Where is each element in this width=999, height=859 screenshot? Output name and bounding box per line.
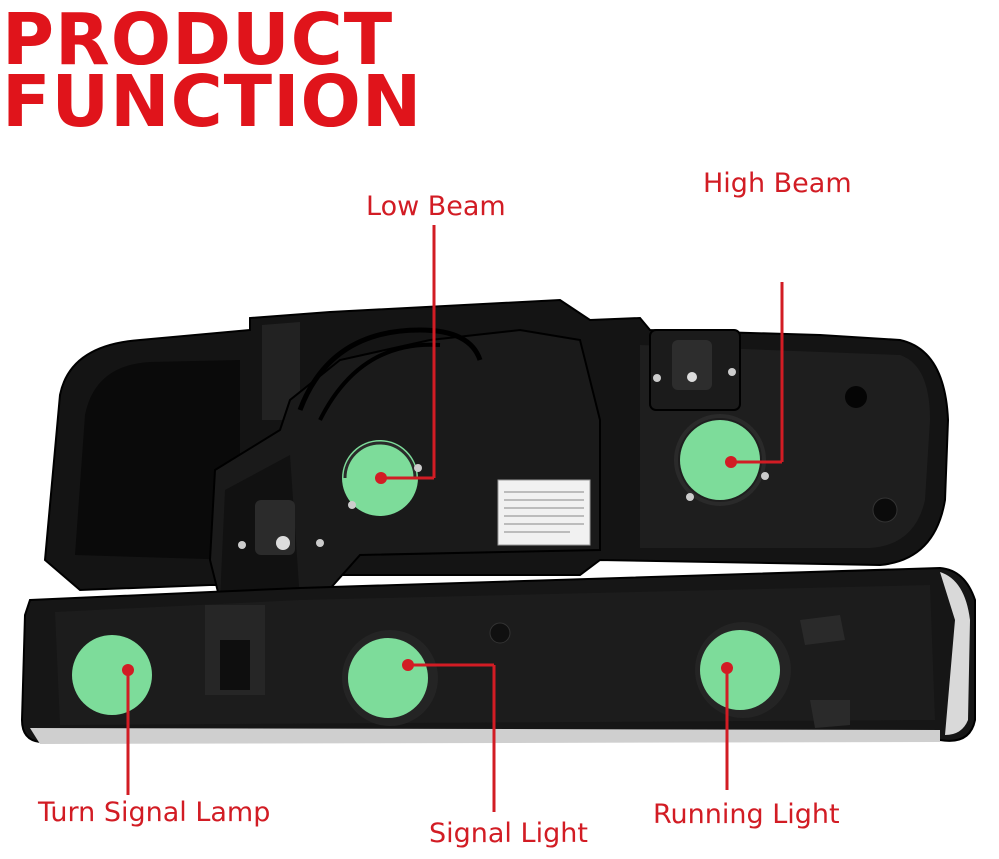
callout-signal-light: Signal Light [429, 818, 588, 849]
callout-dots [122, 456, 737, 676]
running-light-socket [695, 622, 791, 718]
callout-running-light: Running Light [653, 799, 840, 830]
bumper-lamp-housing [20, 566, 976, 744]
callout-low-beam: Low Beam [366, 191, 506, 222]
turn-signal-socket [72, 635, 152, 715]
page-title-line-1: PRODUCT [2, 0, 394, 81]
high-beam-socket [674, 414, 769, 506]
signal-light-socket [342, 630, 438, 726]
callout-turn-signal-lamp: Turn Signal Lamp [38, 797, 271, 828]
headlight-housing [43, 298, 950, 601]
callout-leaders [126, 225, 784, 812]
page-title-line-2: FUNCTION [2, 60, 423, 143]
callout-high-beam: High Beam [703, 168, 852, 199]
